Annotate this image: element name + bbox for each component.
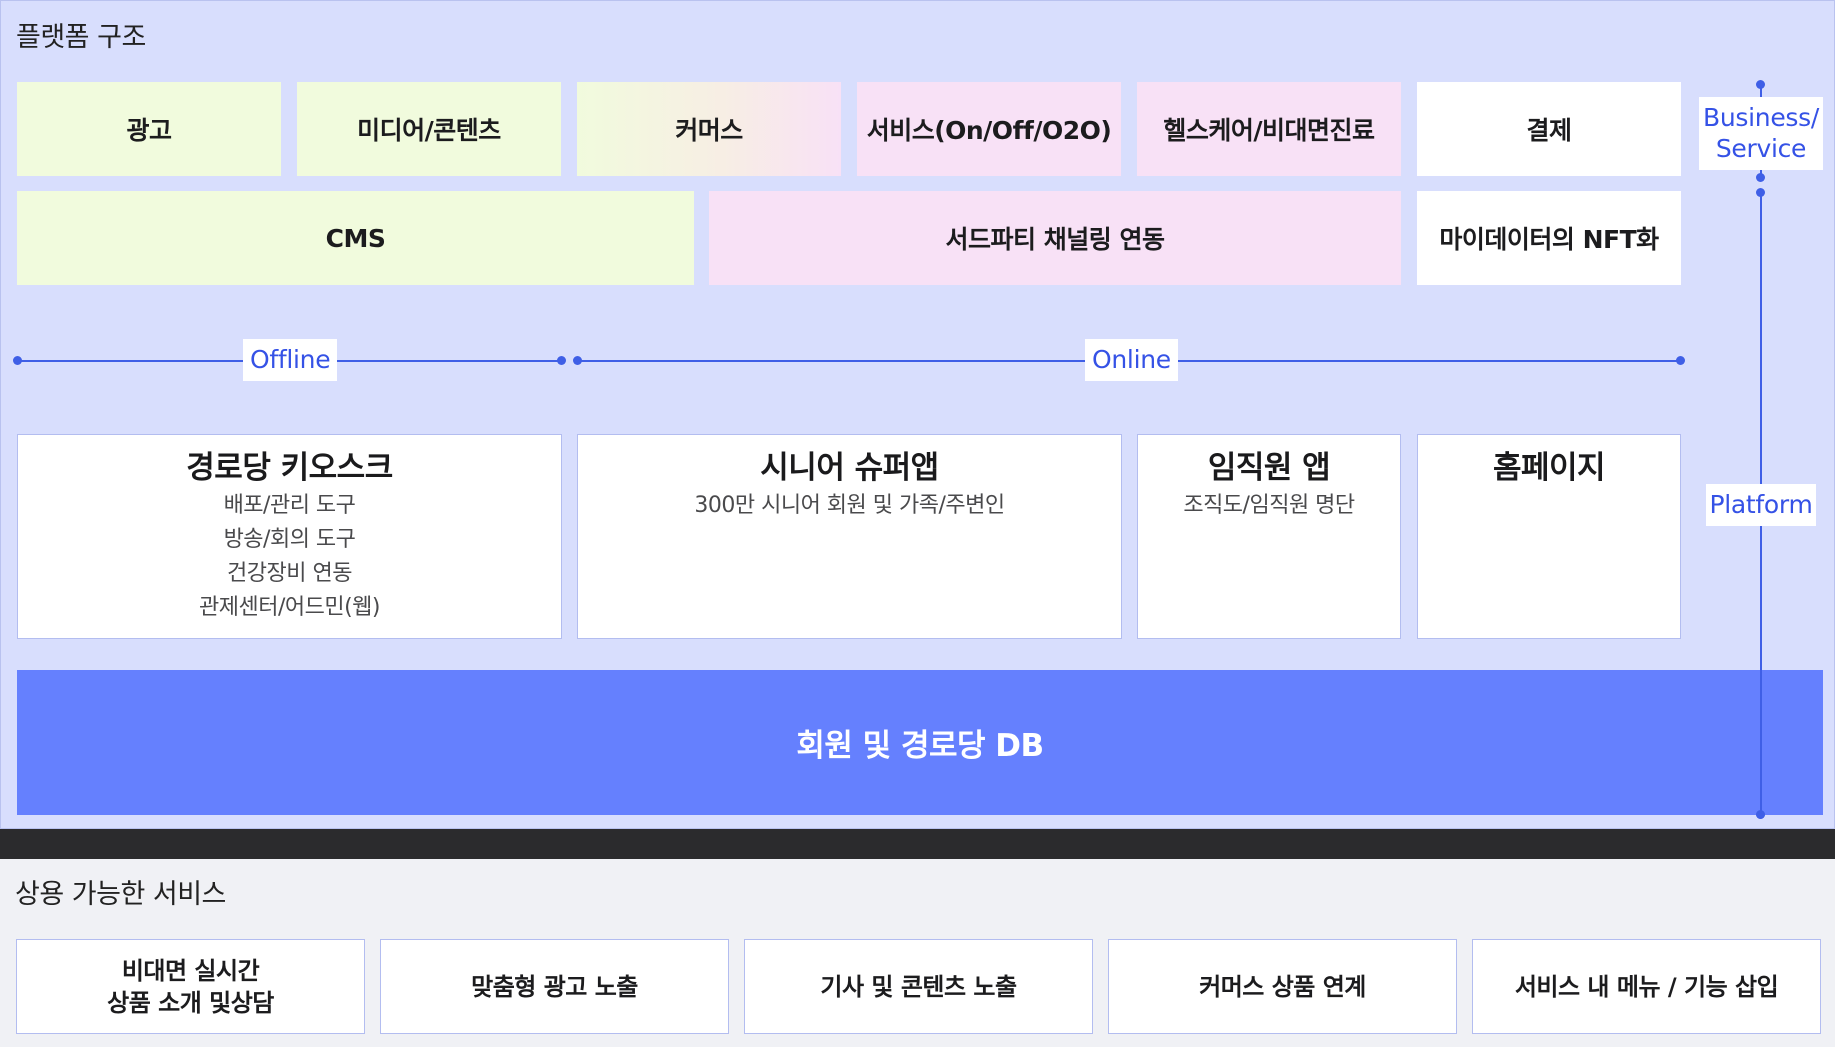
service-article-content: 기사 및 콘텐츠 노출 — [744, 939, 1093, 1034]
business-ads-box: 광고 — [17, 82, 281, 176]
platform-title: 플랫폼 구조 — [16, 22, 146, 53]
online-start-dot — [573, 356, 582, 365]
card-homepage: 홈페이지 — [1417, 434, 1681, 639]
card-kiosk-line-3: 건강장비 연동 — [227, 561, 352, 586]
card-senior-super-app: 시니어 슈퍼앱 300만 시니어 회원 및 가족/주변인 — [577, 434, 1122, 639]
card-kiosk: 경로당 키오스크 배포/관리 도구 방송/회의 도구 건강장비 연동 관제센터/… — [17, 434, 562, 639]
business-service-label-line2: Service — [1715, 134, 1807, 163]
service-article-content-label: 기사 및 콘텐츠 노출 — [820, 972, 1017, 1001]
services-title: 상용 가능한 서비스 — [15, 879, 226, 910]
card-employee-app: 임직원 앱 조직도/임직원 명단 — [1137, 434, 1401, 639]
service-realtime-consult-line2: 상품 소개 및상담 — [107, 988, 274, 1017]
business-service-label: Business/ Service — [1699, 97, 1823, 170]
service-targeted-ads: 맞춤형 광고 노출 — [380, 939, 729, 1034]
service-realtime-consult: 비대면 실시간 상품 소개 및상담 — [16, 939, 365, 1034]
business-healthcare-box: 헬스케어/비대면진료 — [1137, 82, 1401, 176]
feature-cms-box: CMS — [17, 191, 694, 285]
business-media-content-box: 미디어/콘텐츠 — [297, 82, 561, 176]
card-kiosk-line-1: 배포/관리 도구 — [223, 493, 356, 518]
service-targeted-ads-label: 맞춤형 광고 노출 — [471, 972, 638, 1001]
feature-third-party-channeling-box: 서드파티 채널링 연동 — [709, 191, 1401, 285]
card-homepage-title: 홈페이지 — [1492, 450, 1606, 486]
service-commerce-link: 커머스 상품 연계 — [1108, 939, 1457, 1034]
commercial-services-panel: 상용 가능한 서비스 비대면 실시간 상품 소개 및상담 맞춤형 광고 노출 기… — [0, 859, 1835, 1047]
platform-structure-panel: 플랫폼 구조 광고 미디어/콘텐츠 커머스 서비스(On/Off/O2O) 헬스… — [0, 0, 1835, 829]
card-senior-super-app-title: 시니어 슈퍼앱 — [760, 450, 939, 486]
business-axis-bottom-dot — [1756, 173, 1765, 182]
platform-axis-top-dot — [1756, 188, 1765, 197]
online-label: Online — [1085, 339, 1178, 381]
platform-axis-overlay — [1760, 670, 1762, 815]
card-senior-super-app-line-1: 300만 시니어 회원 및 가족/주변인 — [694, 493, 1005, 518]
card-kiosk-title: 경로당 키오스크 — [186, 450, 393, 486]
member-db-bar: 회원 및 경로당 DB — [17, 670, 1823, 815]
online-end-dot — [1676, 356, 1685, 365]
platform-label: Platform — [1706, 484, 1816, 526]
offline-start-dot — [13, 356, 22, 365]
offline-end-dot — [557, 356, 566, 365]
feature-mydata-nft-box: 마이데이터의 NFT화 — [1417, 191, 1681, 285]
service-menu-insert-label: 서비스 내 메뉴 / 기능 삽입 — [1514, 972, 1779, 1001]
platform-axis-end-dot — [1756, 810, 1765, 819]
card-employee-app-line-1: 조직도/임직원 명단 — [1183, 493, 1355, 518]
business-service-o2o-box: 서비스(On/Off/O2O) — [857, 82, 1121, 176]
card-kiosk-line-2: 방송/회의 도구 — [223, 527, 356, 552]
service-realtime-consult-line1: 비대면 실시간 — [121, 956, 260, 985]
service-menu-insert: 서비스 내 메뉴 / 기능 삽입 — [1472, 939, 1821, 1034]
business-commerce-box: 커머스 — [577, 82, 841, 176]
business-axis-top-dot — [1756, 80, 1765, 89]
card-kiosk-line-4: 관제센터/어드민(웹) — [199, 595, 381, 620]
offline-label: Offline — [243, 339, 338, 381]
business-payment-box: 결제 — [1417, 82, 1681, 176]
card-employee-app-title: 임직원 앱 — [1207, 450, 1331, 486]
business-service-label-line1: Business/ — [1703, 103, 1819, 132]
service-commerce-link-label: 커머스 상품 연계 — [1199, 972, 1366, 1001]
